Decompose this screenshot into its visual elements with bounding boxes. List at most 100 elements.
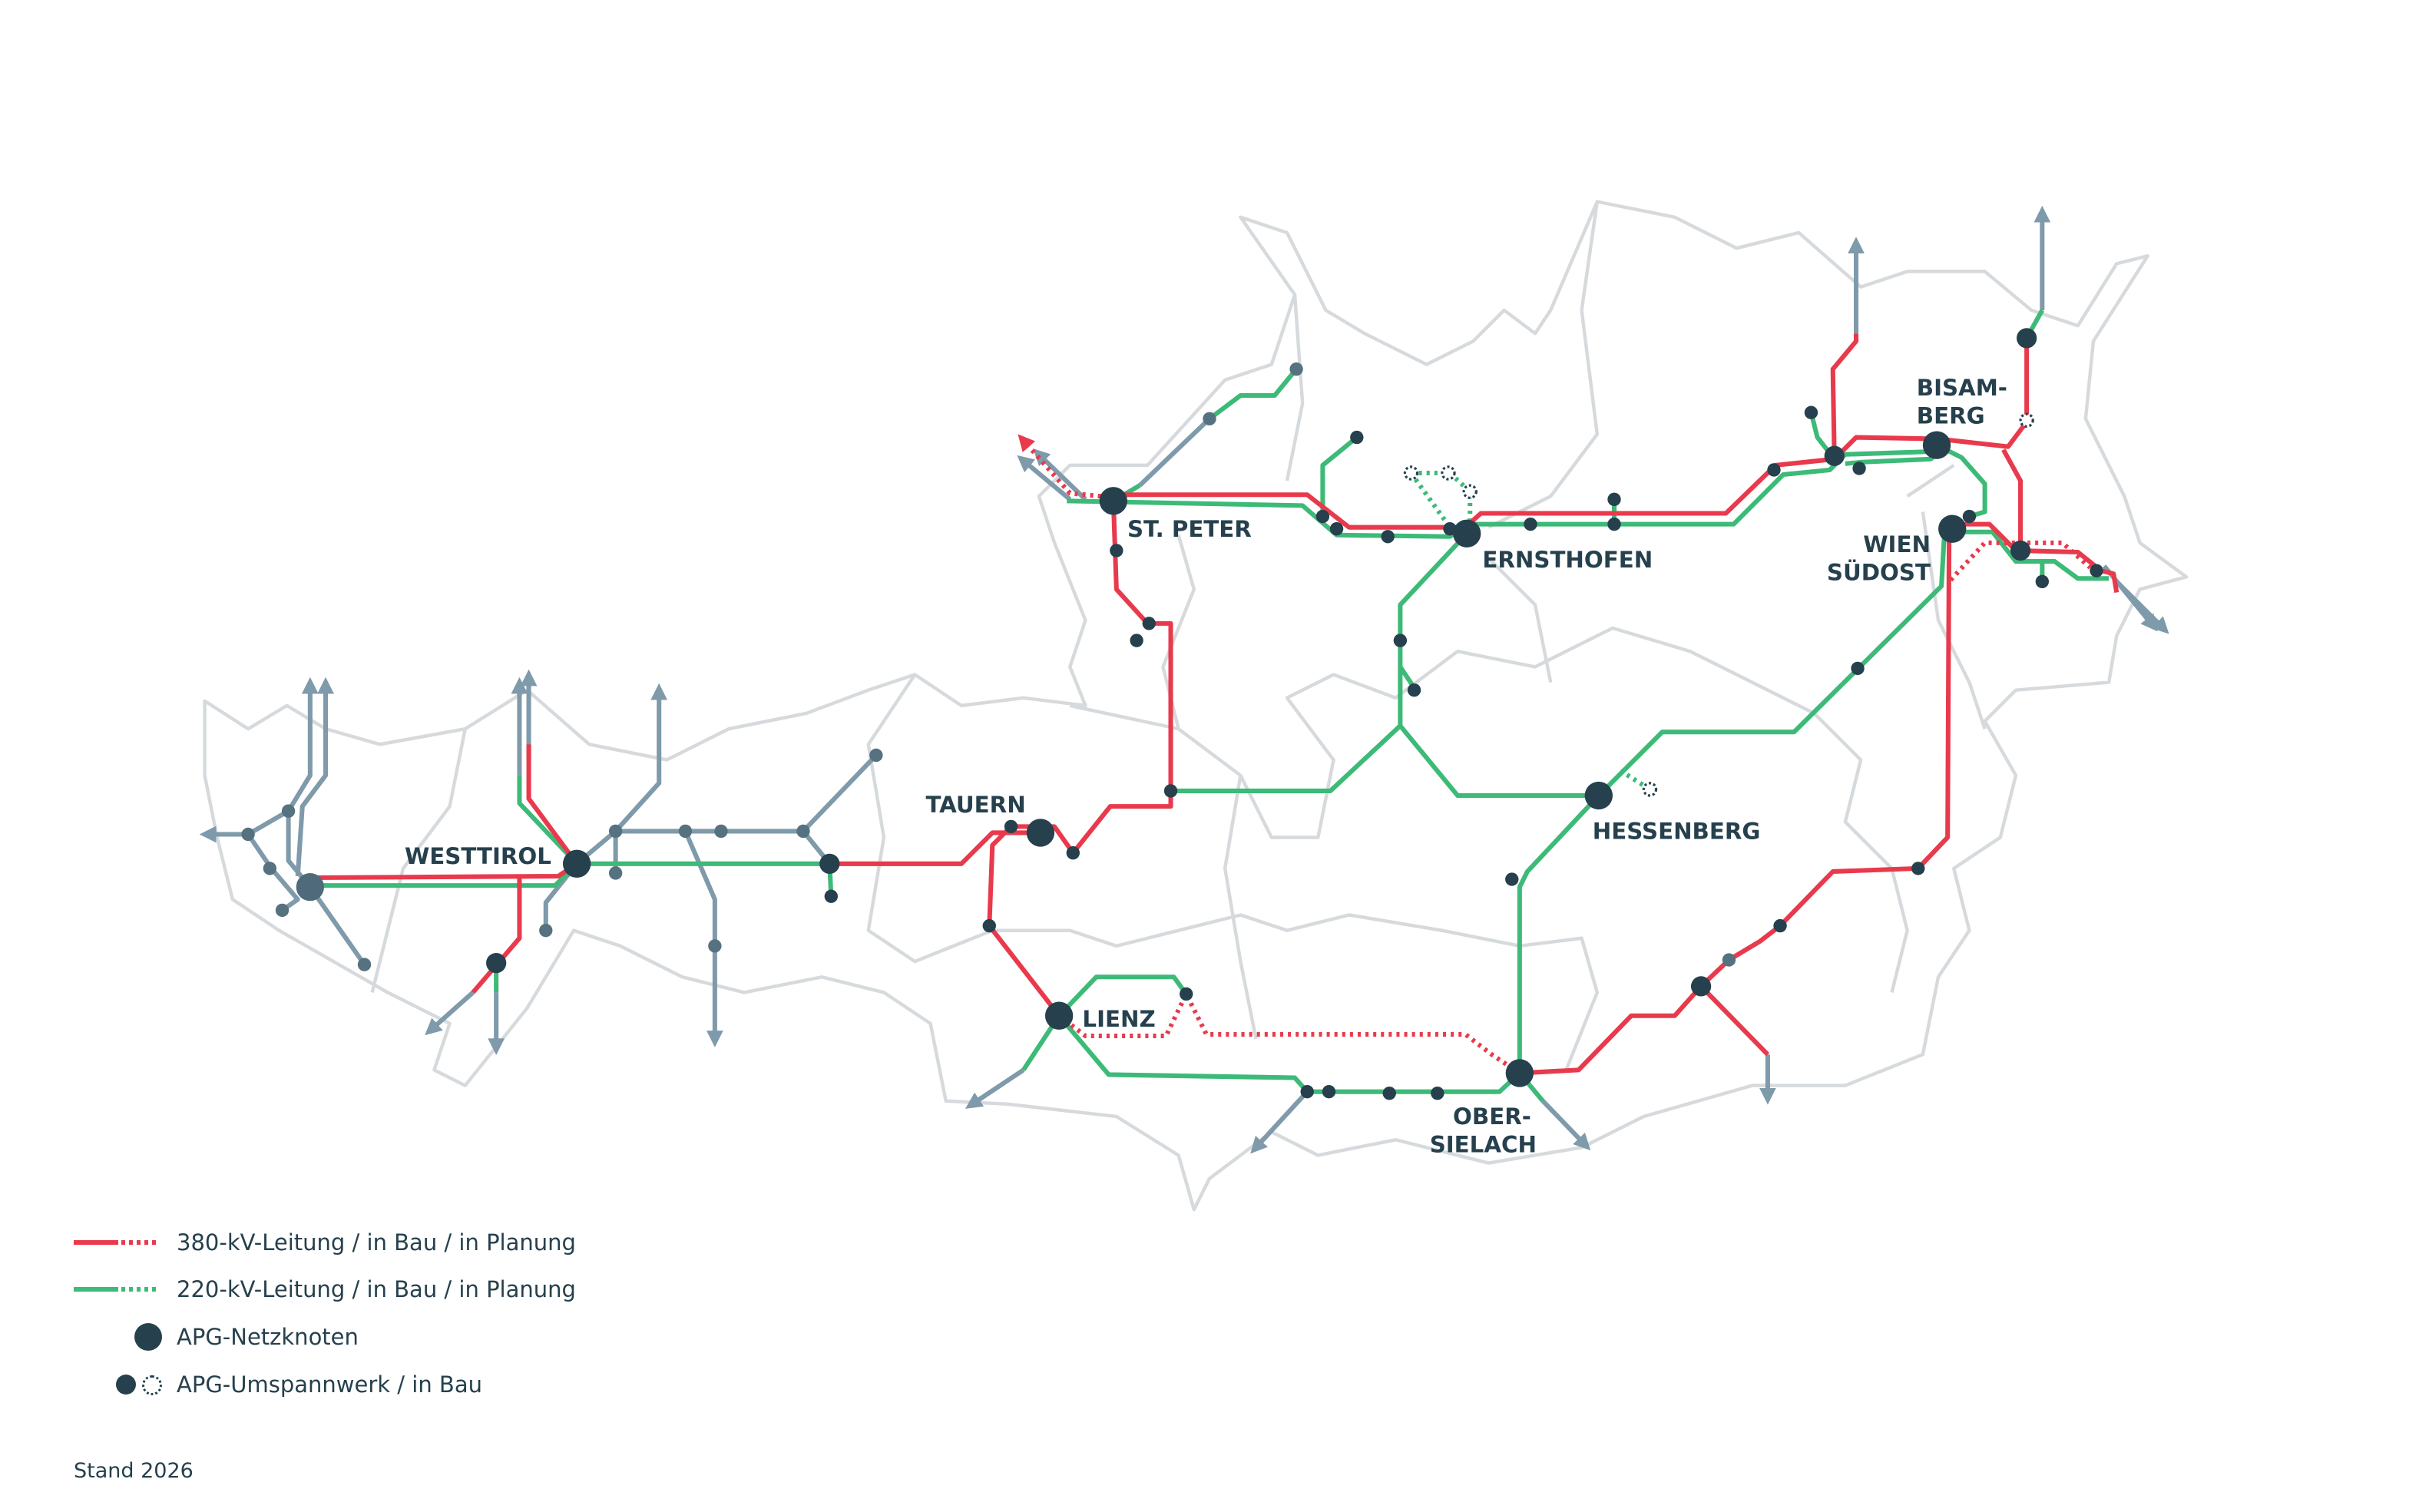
line-220kv-planned bbox=[1409, 471, 1452, 529]
label-bisamberg-1: BISAM- bbox=[1917, 375, 2007, 401]
foreign-substation-node bbox=[608, 824, 623, 839]
network-node bbox=[1938, 514, 1967, 543]
substation-node bbox=[1180, 987, 1193, 1001]
stand-date: Stand 2026 bbox=[74, 1459, 194, 1483]
network-node bbox=[1453, 519, 1481, 548]
substation-node bbox=[1607, 517, 1621, 531]
substation-node bbox=[982, 918, 996, 933]
line-220kv bbox=[1398, 724, 1599, 799]
line-220kv bbox=[1320, 435, 1358, 517]
substation-node bbox=[1381, 530, 1395, 544]
line-220kv-planned bbox=[1619, 769, 1652, 792]
substation-node bbox=[1851, 661, 1865, 676]
foreign-substation-node bbox=[869, 748, 883, 763]
substation-node bbox=[1163, 784, 1178, 798]
substation-node bbox=[1142, 617, 1156, 630]
substation-node bbox=[1329, 522, 1344, 536]
foreign-line bbox=[1540, 1099, 1591, 1151]
substation-node bbox=[1852, 462, 1866, 475]
substation-under-construction bbox=[1441, 465, 1456, 481]
foreign-substation-node bbox=[275, 903, 290, 918]
foreign-lines bbox=[199, 205, 2169, 1154]
state-border bbox=[866, 673, 1600, 1071]
network-node bbox=[1922, 431, 1951, 459]
label-lienz: LIENZ bbox=[1082, 1006, 1155, 1032]
foreign-line bbox=[1017, 455, 1072, 501]
foreign-substation-node bbox=[263, 862, 277, 875]
line-380kv bbox=[1954, 521, 2120, 593]
line-380kv bbox=[1113, 338, 2030, 530]
network-node bbox=[1026, 819, 1055, 847]
label-westtirol: WESTTIROL bbox=[405, 843, 551, 869]
substation-node bbox=[1066, 846, 1080, 860]
substation-node bbox=[1350, 430, 1364, 445]
substation-node bbox=[1824, 445, 1845, 466]
substation-node bbox=[1767, 463, 1781, 477]
substation-node bbox=[1524, 517, 1537, 531]
label-tauern: TAUERN bbox=[925, 792, 1025, 818]
network-node bbox=[562, 849, 591, 878]
country-borders bbox=[203, 200, 2189, 1212]
line-220kv bbox=[517, 775, 579, 865]
foreign-substation-node bbox=[281, 804, 296, 818]
line-380kv bbox=[2001, 448, 2024, 551]
state-border bbox=[1161, 534, 1258, 1040]
network-node-icon bbox=[74, 1322, 177, 1352]
legend-item-380kv: 380-kV-Leitung / in Bau / in Planung bbox=[74, 1227, 576, 1258]
line-380kv bbox=[471, 875, 522, 994]
substation-node bbox=[1505, 872, 1519, 886]
red-line-icon bbox=[74, 1227, 177, 1258]
line-380kv-planned bbox=[1948, 540, 2092, 582]
substation-node bbox=[1443, 522, 1457, 536]
substation-node bbox=[1773, 918, 1787, 933]
substation-node bbox=[1322, 1084, 1336, 1099]
network-node bbox=[1505, 1059, 1534, 1087]
substation-node bbox=[819, 853, 840, 874]
foreign-substation-node bbox=[357, 958, 372, 971]
label-obersielach-1: OBER- bbox=[1453, 1103, 1531, 1130]
line-380kv bbox=[526, 744, 579, 865]
substation-node bbox=[1393, 634, 1408, 647]
nodes bbox=[241, 328, 2103, 1100]
line-220kv bbox=[1597, 531, 1947, 798]
substation-under-construction bbox=[1403, 465, 1419, 481]
state-border bbox=[1285, 201, 1987, 730]
label-obersielach-2: SIELACH bbox=[1430, 1131, 1537, 1157]
substation-node bbox=[1300, 1084, 1314, 1099]
substation-node bbox=[2017, 328, 2037, 349]
substation-node bbox=[1431, 1087, 1444, 1100]
substation-icon bbox=[74, 1369, 177, 1400]
network-node bbox=[1044, 1001, 1074, 1030]
lines-220kv bbox=[309, 309, 2110, 1103]
green-line-icon bbox=[74, 1274, 177, 1305]
line-220kv bbox=[1208, 367, 1299, 421]
state-border bbox=[1069, 626, 1909, 993]
network-node bbox=[1099, 487, 1127, 515]
substation-under-construction bbox=[1462, 484, 1478, 499]
label-ernsthofen: ERNSTHOFEN bbox=[1482, 547, 1653, 573]
network-node bbox=[1584, 781, 1613, 810]
substation-node bbox=[1407, 683, 1421, 697]
foreign-line bbox=[1250, 1090, 1309, 1154]
substation-under-construction bbox=[2019, 412, 2034, 428]
substation-node bbox=[1962, 509, 1977, 524]
substation-node bbox=[824, 889, 838, 903]
substation-node bbox=[1110, 544, 1123, 557]
label-hessenberg: HESSENBERG bbox=[1593, 819, 1761, 845]
line-220kv bbox=[1517, 793, 1601, 1074]
line-380kv-planned bbox=[1057, 988, 1521, 1075]
line-380kv bbox=[1519, 530, 1952, 1076]
line-380kv-planned bbox=[1018, 434, 1101, 499]
substation-node bbox=[2010, 540, 2031, 561]
legend-item-220kv: 220-kV-Leitung / in Bau / in Planung bbox=[74, 1274, 576, 1305]
foreign-line bbox=[615, 753, 879, 834]
substation-node bbox=[1130, 634, 1143, 647]
foreign-substation-node bbox=[241, 827, 255, 842]
substation-node bbox=[1315, 509, 1330, 524]
substation-node bbox=[486, 952, 507, 974]
substation-node bbox=[2090, 564, 2103, 577]
legend-label: 380-kV-Leitung / in Bau / in Planung bbox=[177, 1229, 576, 1256]
foreign-line bbox=[965, 1067, 1025, 1109]
